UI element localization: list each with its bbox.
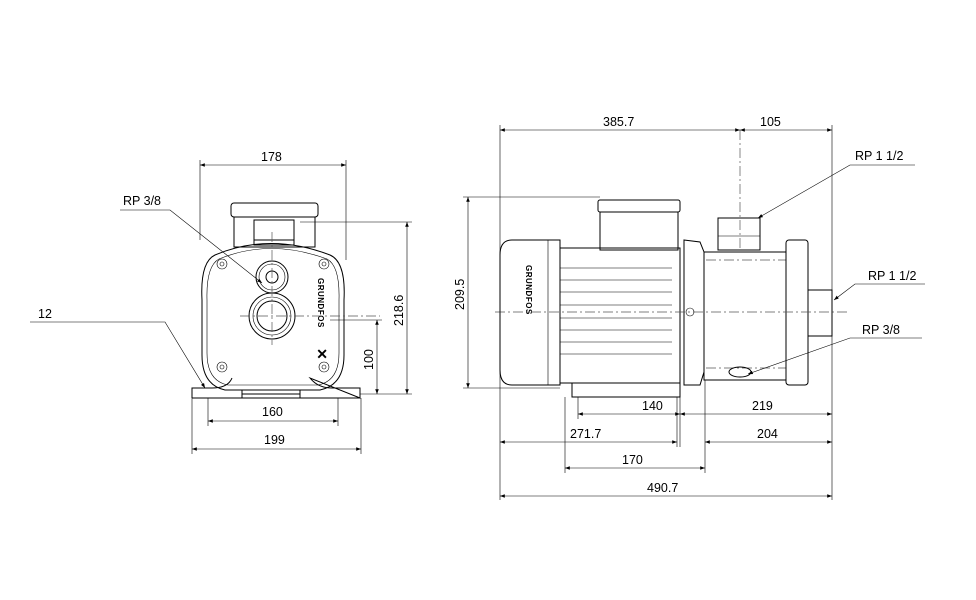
front-view: GRUNDFOS ✕	[191, 202, 380, 399]
dim-160: 160	[262, 405, 283, 419]
dim-209-5: 209.5	[453, 279, 467, 310]
dim-170: 170	[622, 453, 643, 467]
leader-line	[747, 337, 922, 375]
dim-490-7: 490.7	[647, 481, 678, 495]
dim-140: 140	[642, 399, 663, 413]
dim-12: 12	[38, 307, 52, 321]
grundfos-logo: GRUNDFOS	[316, 278, 325, 328]
dim-100: 100	[362, 349, 376, 370]
dim-178: 178	[261, 150, 282, 164]
grundfos-logo-side: GRUNDFOS	[524, 265, 533, 315]
dim-199: 199	[264, 433, 285, 447]
label-rp-1-1-2-outlet: RP 1 1/2	[868, 269, 916, 283]
label-rp-3-8-front: RP 3/8	[123, 194, 161, 208]
bolt-holes	[216, 258, 330, 373]
grundfos-x-logo: ✕	[314, 348, 330, 360]
dim-204: 204	[757, 427, 778, 441]
leader-line	[30, 321, 206, 389]
label-rp-3-8-side: RP 3/8	[862, 323, 900, 337]
dim-271-7: 271.7	[570, 427, 601, 441]
leader-line	[833, 283, 925, 301]
dim-218-6: 218.6	[392, 295, 406, 326]
leader-line	[120, 209, 263, 284]
label-rp-1-1-2-inlet: RP 1 1/2	[855, 149, 903, 163]
dim-105: 105	[760, 115, 781, 129]
dim-385-7: 385.7	[603, 115, 634, 129]
dim-219: 219	[752, 399, 773, 413]
dimension-lines	[30, 125, 925, 500]
dimension-labels: 178 218.6 100 160 199 12 RP 3/8 385.7 10…	[38, 115, 916, 495]
cooling-fins	[560, 267, 672, 355]
leader-line	[757, 164, 915, 219]
side-view: GRUNDFOS	[495, 130, 850, 398]
